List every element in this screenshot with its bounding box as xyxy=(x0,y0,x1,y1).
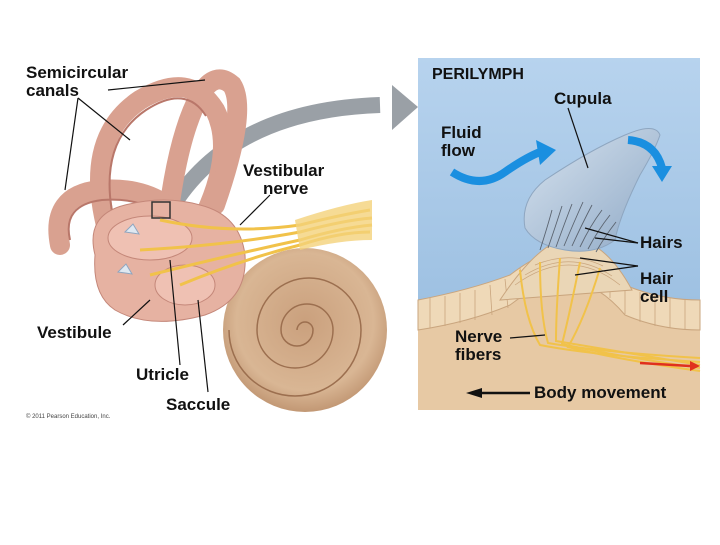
label-semicircular-canals-line2: canals xyxy=(26,81,79,100)
cochlea-spiral xyxy=(228,277,362,397)
signal-arrow-shaft xyxy=(639,361,691,368)
cochlea xyxy=(223,248,387,412)
ampulla-marker-1 xyxy=(123,223,140,235)
left-leader-lines xyxy=(64,79,271,393)
label-fluid-flow-line1: Fluid xyxy=(441,123,482,142)
label-saccule: Saccule xyxy=(166,395,231,414)
inner-ear-anatomy xyxy=(48,69,387,412)
zoom-region-box xyxy=(151,201,171,219)
label-nerve-fibers-line1: Nerve xyxy=(455,327,503,346)
label-hair-cell-line2: cell xyxy=(640,287,669,306)
label-semicircular-canals-line1: Semicircular xyxy=(26,63,129,82)
label-fluid-flow-line2: flow xyxy=(441,141,475,160)
fluid-flow-arrowhead-left xyxy=(536,140,556,165)
fluid-flow-arrowhead-right xyxy=(652,166,672,182)
fluid-flow-arrow-right xyxy=(627,136,666,170)
fluid-flow-arrow-left xyxy=(449,148,542,185)
posterior-canal xyxy=(155,69,248,255)
label-vestibular-nerve-line1: Vestibular xyxy=(243,161,325,180)
label-body-movement: Body movement xyxy=(534,383,667,402)
hair-bundles xyxy=(539,201,617,253)
body-movement-arrowhead xyxy=(466,388,482,398)
label-cupula: Cupula xyxy=(554,89,612,108)
label-nerve-fibers-line2: fibers xyxy=(455,345,502,364)
label-utricle: Utricle xyxy=(136,365,189,384)
label-perilymph: PERILYMPH xyxy=(432,66,524,83)
ampulla-marker-2 xyxy=(116,263,133,275)
label-hair-cell-line1: Hair xyxy=(640,269,674,288)
zoom-arrow-shaft xyxy=(163,97,381,215)
right-leader-lines xyxy=(509,107,639,339)
cupula-detail-panel xyxy=(417,58,701,410)
zoom-arrow-head xyxy=(392,85,418,130)
nerve-trunk xyxy=(295,200,372,250)
label-hairs: Hairs xyxy=(640,233,683,252)
label-vestibule: Vestibule xyxy=(37,323,112,342)
label-vestibular-nerve-line2: nerve xyxy=(263,179,309,198)
signal-arrow-head xyxy=(690,361,700,371)
copyright-credit: © 2011 Pearson Education, Inc. xyxy=(26,414,111,420)
